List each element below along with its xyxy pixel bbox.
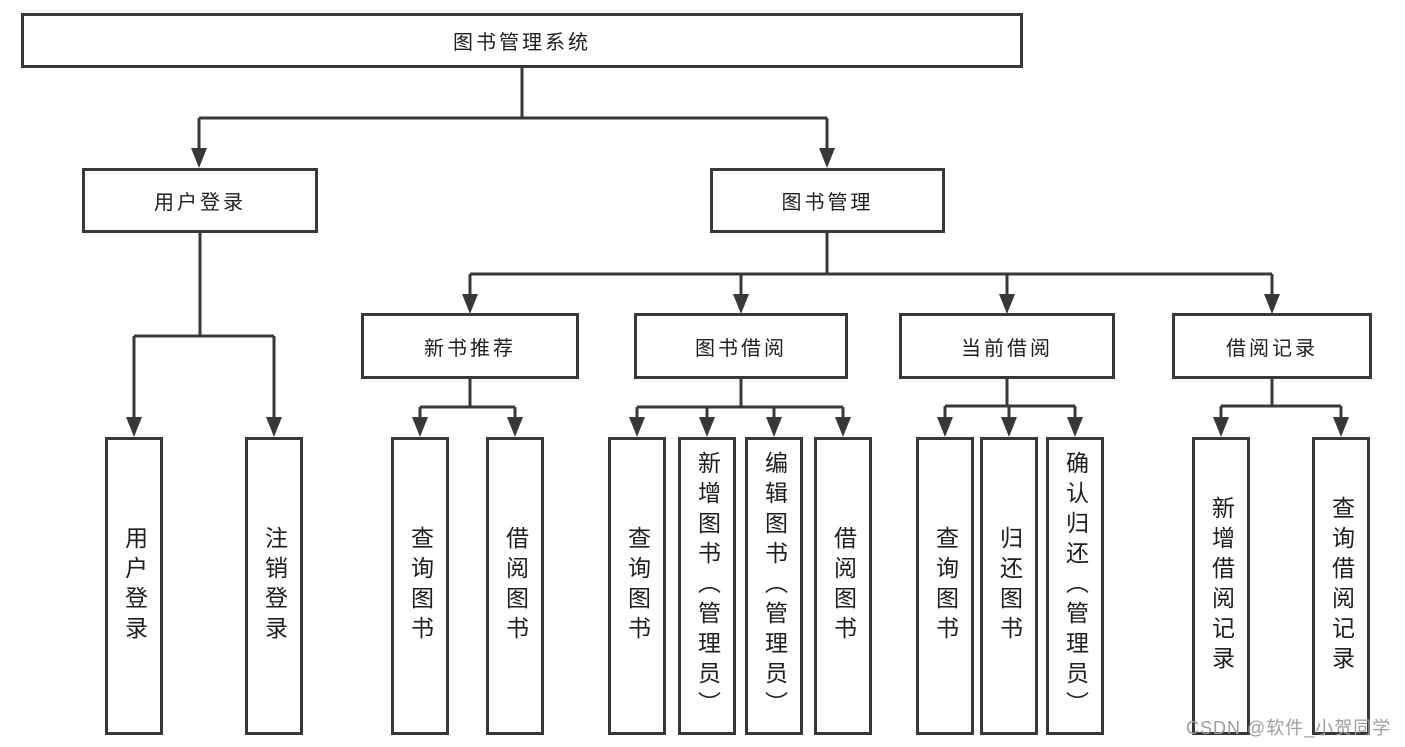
leaf-add-borrow-record: 新增借阅记录 — [1192, 437, 1250, 735]
leaf-label: 新增借阅记录 — [1208, 496, 1235, 676]
leaf-label: 借阅图书 — [502, 526, 529, 646]
leaf-logout: 注销登录 — [245, 437, 303, 735]
node-current-borrowing: 当前借阅 — [899, 313, 1115, 379]
connector-book-mgmt-to-level3 — [462, 231, 1280, 314]
connector-user-login-to-leaves — [126, 231, 282, 437]
leaf-label: 归还图书 — [996, 526, 1023, 646]
leaf-label: 编辑图书（管理员） — [761, 451, 788, 721]
leaf-return-books: 归还图书 — [980, 437, 1038, 735]
leaf-label: 确认归还（管理员） — [1062, 451, 1089, 721]
leaf-query-books-recommendation: 查询图书 — [391, 437, 449, 735]
node-label: 图书借阅 — [695, 337, 787, 360]
node-label: 图书管理 — [781, 192, 874, 214]
leaf-query-books-borrowing: 查询图书 — [608, 437, 666, 735]
node-new-book-recommendation: 新书推荐 — [361, 313, 579, 379]
leaf-label: 借阅图书 — [830, 526, 857, 646]
connector-borrow-record-to-leaves — [1213, 377, 1349, 437]
leaf-label: 查询图书 — [407, 526, 434, 646]
leaf-user-login: 用户登录 — [105, 437, 163, 735]
node-label: 当前借阅 — [961, 337, 1053, 360]
connector-current-borrow-to-leaves — [937, 377, 1083, 437]
leaf-label: 查询图书 — [624, 526, 651, 646]
node-label: 借阅记录 — [1226, 337, 1318, 360]
node-book-management: 图书管理 — [710, 168, 945, 233]
leaf-label: 注销登录 — [261, 526, 288, 646]
connector-new-book-rec-to-leaves — [412, 377, 523, 437]
leaf-confirm-return-admin: 确认归还（管理员） — [1046, 437, 1104, 735]
leaf-query-borrow-record: 查询借阅记录 — [1312, 437, 1370, 735]
csdn-watermark: CSDN @软件_小贺同学 — [1186, 718, 1392, 738]
leaf-label: 用户登录 — [121, 526, 148, 646]
leaf-label: 新增图书（管理员） — [694, 451, 721, 721]
node-label: 图书管理系统 — [453, 32, 591, 54]
leaf-label: 查询借阅记录 — [1328, 496, 1355, 676]
leaf-query-books-current: 查询图书 — [916, 437, 974, 735]
leaf-edit-books-admin: 编辑图书（管理员） — [745, 437, 803, 735]
leaf-label: 查询图书 — [932, 526, 959, 646]
node-library-management-system: 图书管理系统 — [21, 13, 1023, 68]
node-borrowing-records: 借阅记录 — [1172, 313, 1372, 379]
node-book-borrowing: 图书借阅 — [634, 313, 848, 379]
leaf-borrow-books: 借阅图书 — [814, 437, 872, 735]
leaf-borrow-books-recommendation: 借阅图书 — [486, 437, 544, 735]
connector-root-to-level2 — [191, 66, 835, 168]
node-label: 用户登录 — [154, 192, 246, 214]
connector-book-borrow-to-leaves — [629, 377, 851, 437]
node-label: 新书推荐 — [424, 337, 516, 360]
node-user-login: 用户登录 — [82, 168, 318, 233]
leaf-add-books-admin: 新增图书（管理员） — [678, 437, 736, 735]
